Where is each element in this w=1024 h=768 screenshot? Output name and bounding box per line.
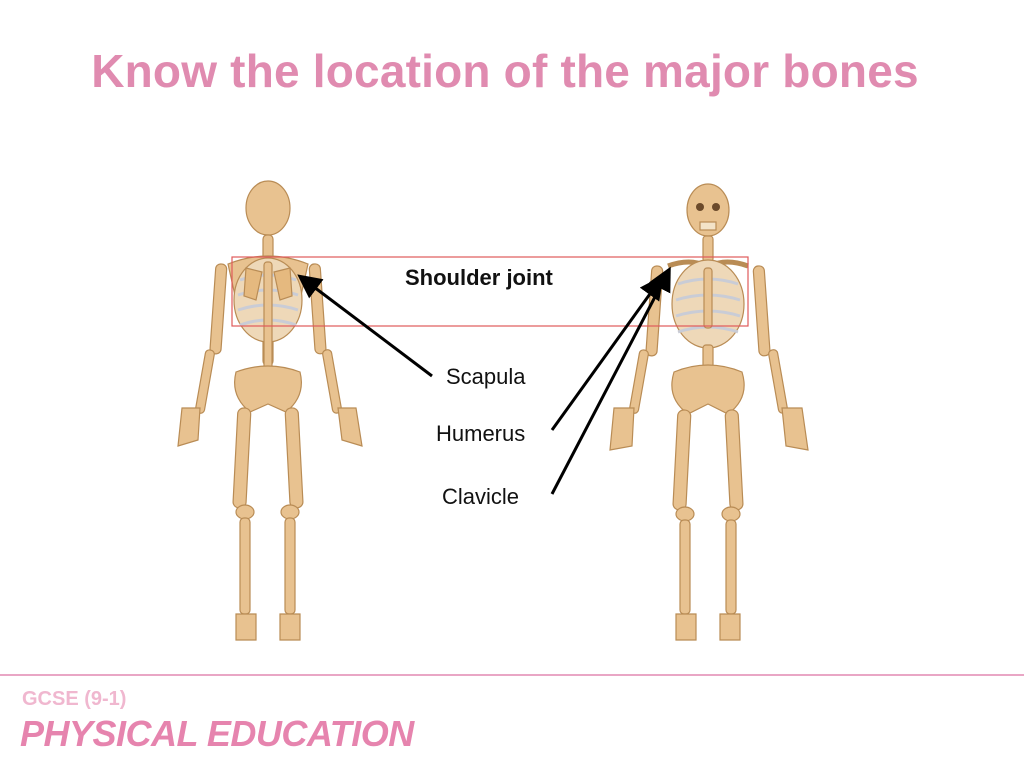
clavicle-label: Clavicle <box>442 484 520 509</box>
footer-subtitle: GCSE (9-1) <box>22 688 127 710</box>
scapula-arrow <box>297 274 433 378</box>
shoulder-joint-label: Shoulder joint <box>405 265 553 290</box>
footer-divider <box>0 674 1024 676</box>
humerus-label: Humerus <box>436 421 526 446</box>
footer-title: PHYSICAL EDUCATION <box>20 713 414 754</box>
posterior-skeleton <box>177 180 363 641</box>
anterior-skeleton <box>609 183 809 641</box>
humerus-arrow <box>550 275 664 431</box>
slide-title: Know the location of the major bones <box>91 45 919 97</box>
scapula-label: Scapula <box>446 364 526 389</box>
shoulder-highlight-box <box>231 256 749 327</box>
clavicle-arrow <box>550 266 671 495</box>
